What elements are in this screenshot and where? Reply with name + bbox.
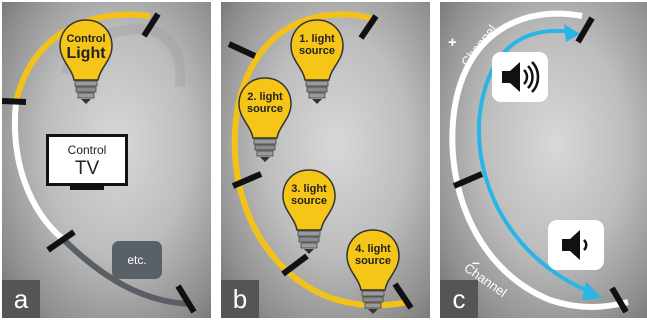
speaker-loud-icon bbox=[492, 52, 548, 102]
light-label-line1: Control bbox=[66, 33, 105, 45]
bulb-4-line2: source bbox=[355, 255, 391, 267]
bulb-3-line1: 3. light bbox=[291, 183, 326, 195]
bulb-4-line1: 4. light bbox=[355, 243, 390, 255]
light-label-line2: Light bbox=[66, 45, 105, 62]
volume-down-box bbox=[548, 220, 604, 270]
light-source-4: 4. light source bbox=[345, 228, 401, 316]
marker-left bbox=[2, 101, 26, 102]
light-source-1: 1. light source bbox=[289, 18, 345, 106]
panel-c: + Channel – Channel c bbox=[440, 2, 647, 318]
marker-bottom bbox=[178, 286, 194, 312]
speaker-quiet-icon bbox=[548, 220, 604, 270]
panel-letter-c: c bbox=[440, 280, 478, 318]
panel-letter-b: b bbox=[221, 280, 259, 318]
control-tv: Control TV bbox=[46, 134, 128, 190]
tv-icon: Control TV bbox=[46, 134, 128, 186]
marker-top bbox=[578, 18, 592, 42]
etc-box: etc. bbox=[112, 241, 162, 279]
tv-label-line2: TV bbox=[49, 158, 125, 180]
control-light-bulb: Control Light bbox=[58, 18, 114, 106]
bulb-1-line1: 1. light bbox=[299, 33, 334, 45]
bulb-1-line2: source bbox=[299, 45, 335, 57]
light-source-2: 2. light source bbox=[237, 76, 293, 164]
bulb-3-line2: source bbox=[291, 195, 327, 207]
tv-stand bbox=[70, 185, 104, 190]
tv-label-line1: Control bbox=[49, 143, 125, 157]
lightbulb-icon bbox=[345, 228, 401, 316]
lightbulb-icon bbox=[289, 18, 345, 106]
lightbulb-icon bbox=[237, 76, 293, 164]
channel-plus-label: + bbox=[448, 34, 457, 51]
panel-a: Control Light Control TV etc. a bbox=[2, 2, 211, 318]
light-source-3: 3. light source bbox=[281, 168, 337, 256]
panel-b: 1. light source 2. light source bbox=[221, 2, 430, 318]
marker-2 bbox=[229, 44, 255, 56]
volume-up-box bbox=[492, 52, 548, 102]
lightbulb-icon bbox=[281, 168, 337, 256]
bulb-2-line2: source bbox=[247, 103, 283, 115]
panel-letter-a: a bbox=[2, 280, 40, 318]
bulb-2-line1: 2. light bbox=[247, 91, 282, 103]
arrow-down-icon bbox=[582, 282, 602, 300]
marker-4 bbox=[283, 256, 307, 274]
